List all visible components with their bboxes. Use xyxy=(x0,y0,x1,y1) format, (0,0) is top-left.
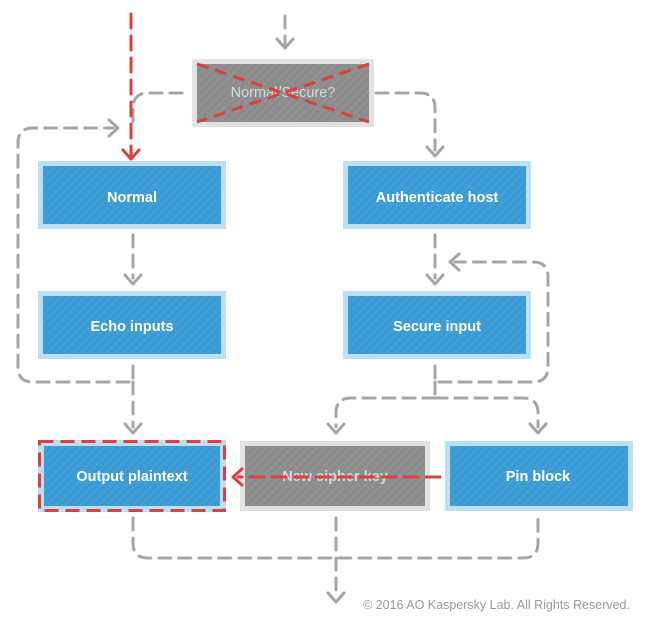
arrowhead-loop-left xyxy=(107,118,120,138)
output-highlight-outline xyxy=(38,440,226,512)
normal-label: Normal xyxy=(107,190,157,206)
pin-block-label: Pin block xyxy=(506,469,571,485)
gray-connectors xyxy=(16,14,550,592)
connector-loop-right xyxy=(433,260,550,384)
output-plaintext-node: Output plaintext xyxy=(38,440,226,512)
authenticate-host-label: Authenticate host xyxy=(376,190,499,206)
decision-label: Normal/Secure? xyxy=(231,85,336,101)
arrowhead-auth-secure xyxy=(425,273,445,286)
arrowhead-to-cipher xyxy=(326,422,346,435)
arrowhead-normal-echo xyxy=(123,273,143,286)
red-path xyxy=(121,12,442,487)
output-plaintext-label: Output plaintext xyxy=(76,469,187,485)
arrowhead-to-pin xyxy=(528,422,548,435)
new-cipher-key-node: New cipher key xyxy=(240,441,430,511)
arrowhead-bottom-out xyxy=(326,591,346,604)
authenticate-host-node: Authenticate host xyxy=(343,161,531,229)
connector-loop-left xyxy=(16,126,135,384)
cross-out-mark xyxy=(196,62,370,124)
arrowhead-echo-output xyxy=(123,422,143,435)
new-cipher-key-label: New cipher key xyxy=(282,469,388,485)
arrowhead-loop-right xyxy=(448,252,461,272)
gray-arrowheads xyxy=(107,37,548,604)
echo-inputs-label: Echo inputs xyxy=(91,319,174,335)
connector-secure-split xyxy=(334,380,540,429)
echo-inputs-node: Echo inputs xyxy=(38,291,226,359)
secure-input-node: Secure input xyxy=(343,291,531,359)
connector-decision-left xyxy=(131,91,184,127)
decision-node: Normal/Secure? xyxy=(192,59,374,127)
connector-decision-right xyxy=(374,91,437,152)
secure-input-label: Secure input xyxy=(393,319,481,335)
connector-bottom-merge xyxy=(131,516,540,592)
normal-node: Normal xyxy=(38,161,226,229)
copyright-text: © 2016 AO Kaspersky Lab. All Rights Rese… xyxy=(363,598,630,612)
pin-block-node: Pin block xyxy=(445,441,633,511)
red-arrowhead-normal xyxy=(121,148,141,161)
arrowhead-top-in xyxy=(275,37,295,50)
red-arrowhead-output xyxy=(231,467,244,487)
arrowhead-decision-right xyxy=(425,145,445,158)
